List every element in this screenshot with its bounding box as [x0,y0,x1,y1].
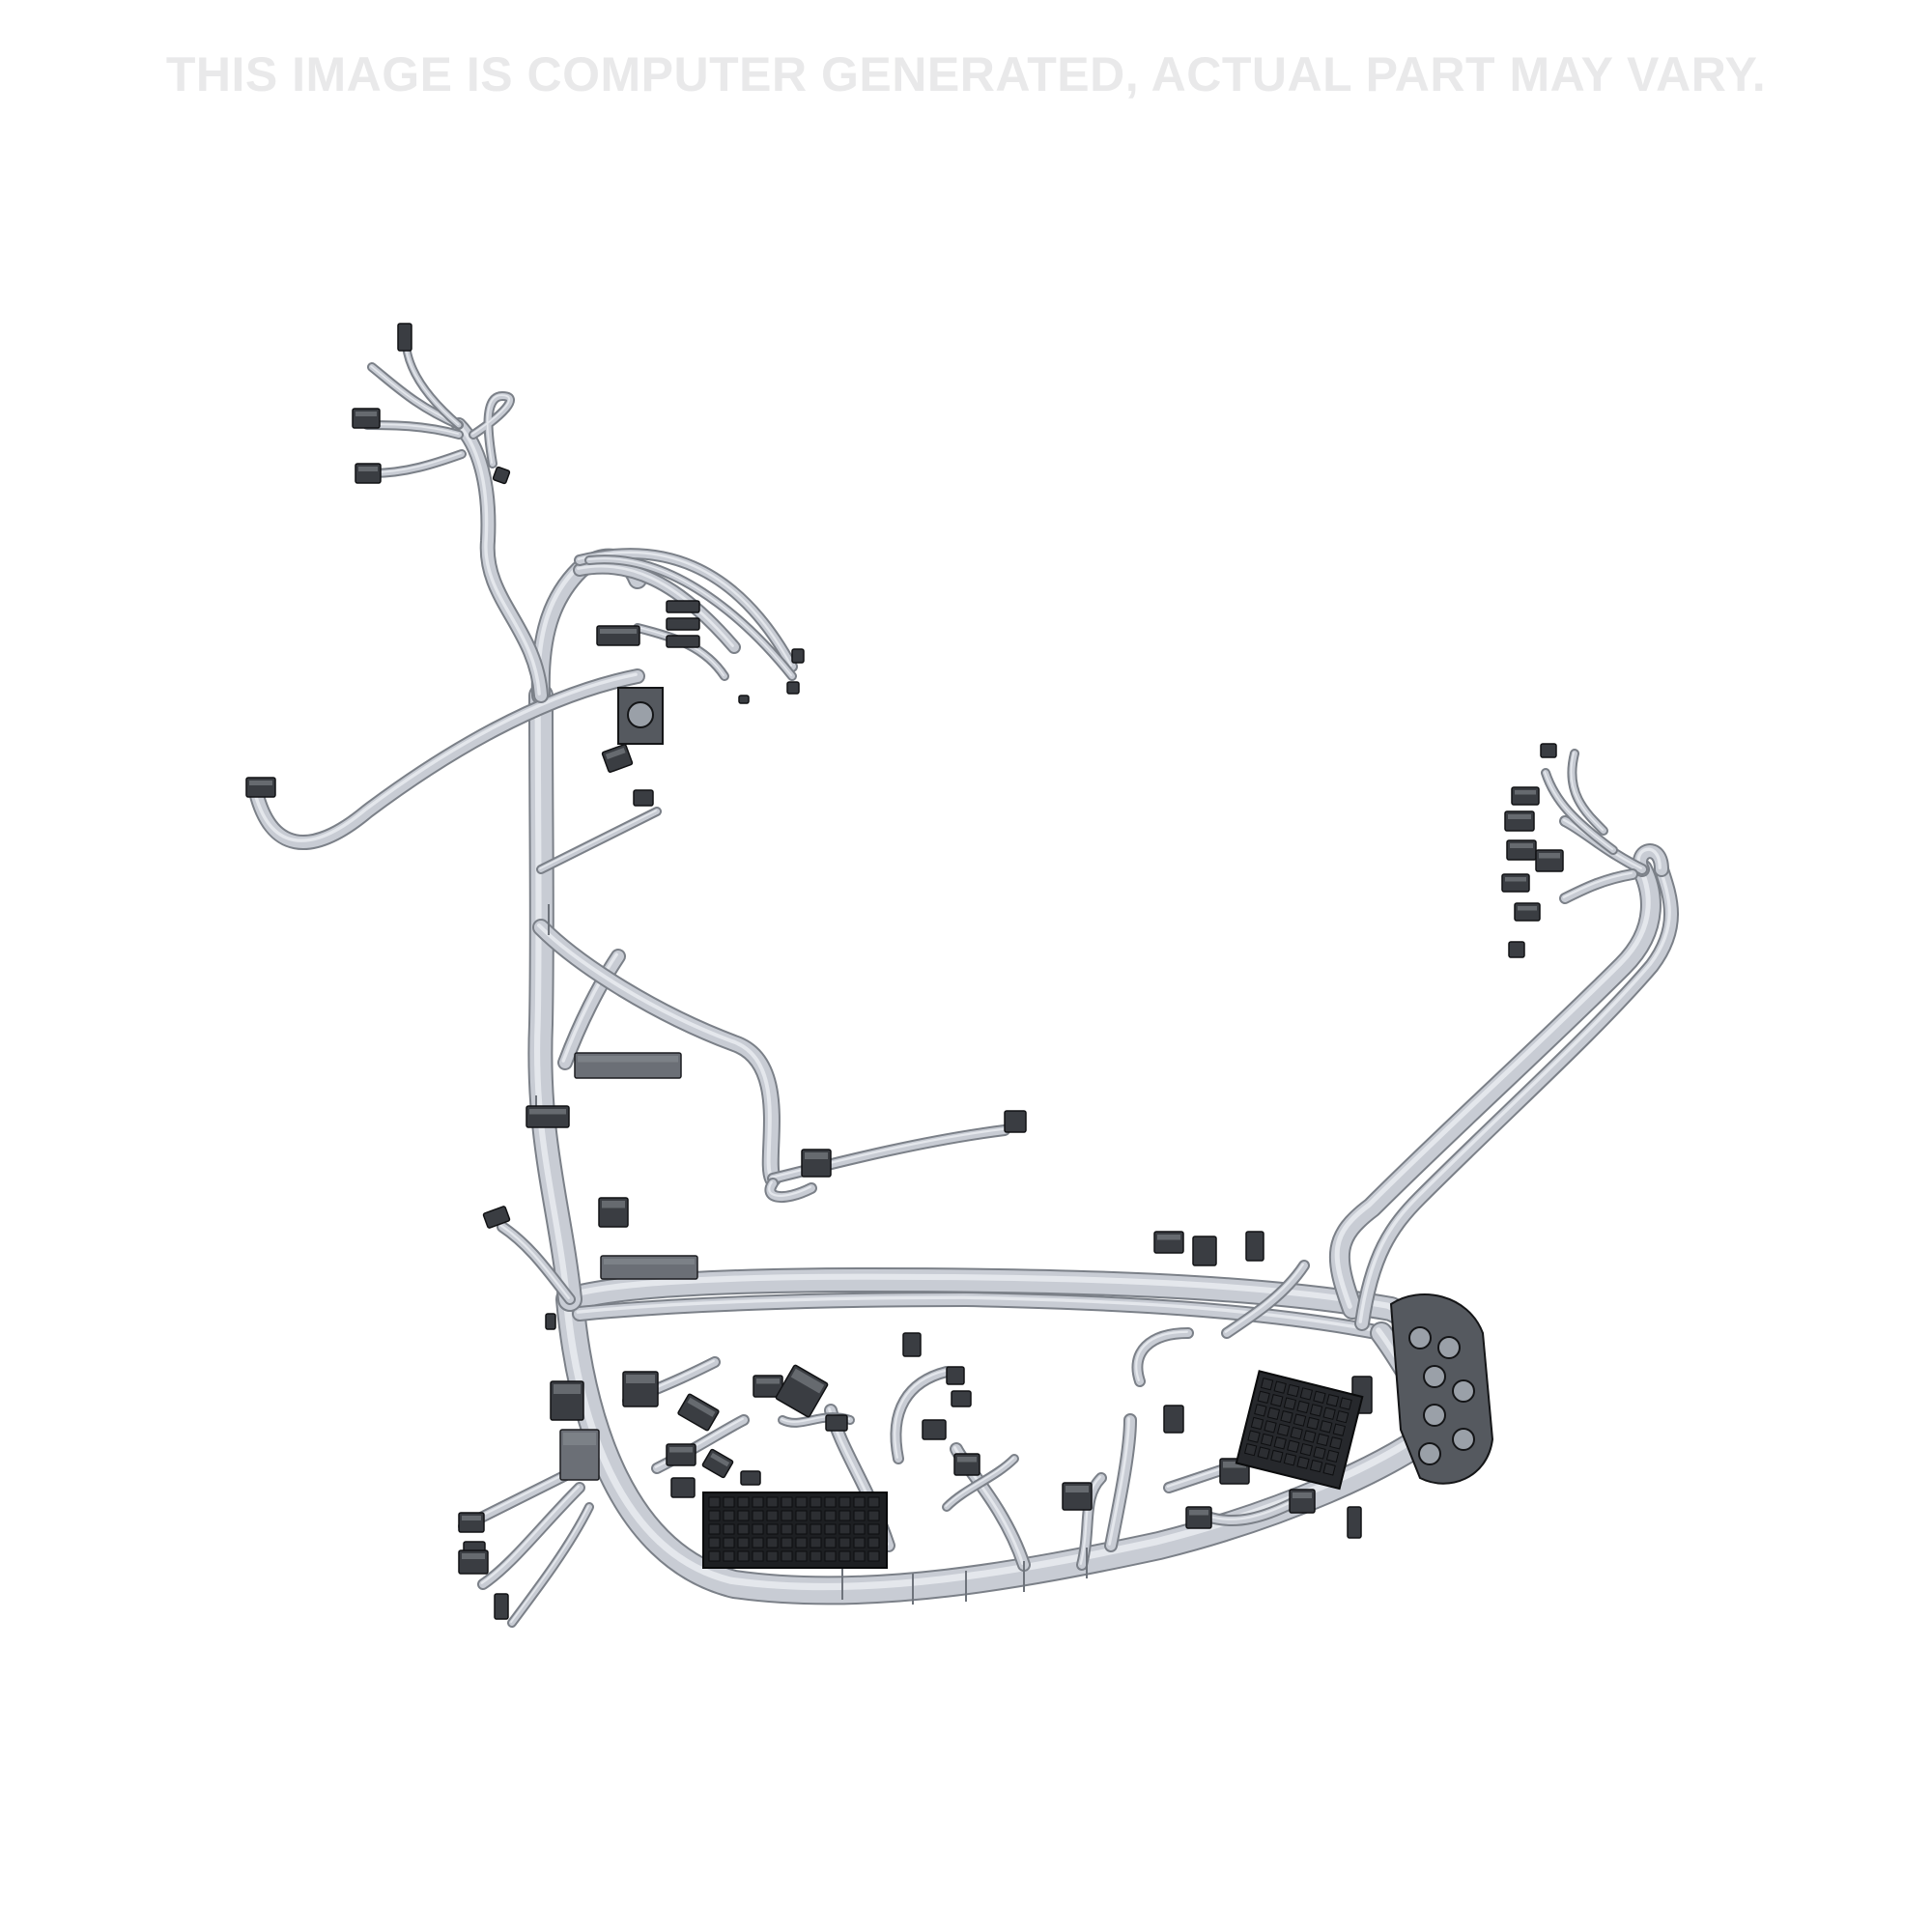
watermark-text: THIS IMAGE IS COMPUTER GENERATED, ACTUAL… [165,47,1767,101]
mounting-plate-upper [617,687,664,745]
wire-junction-down [633,623,729,681]
connector-right-inner-d [1347,1506,1362,1539]
wire-left-low-b [477,1482,585,1590]
wire-inner-branch-11 [1221,1260,1310,1339]
connector-inner-h [953,1453,980,1476]
wire-right-riser-2 [1354,862,1679,1331]
wire-left-loop-lead [248,668,645,850]
connector-inner-i [1062,1482,1093,1511]
wire-left-low-c [507,1502,594,1628]
connector-left-inner-d [701,1448,734,1479]
bulkhead-port-2 [1437,1336,1461,1359]
relay-box-right [1235,1370,1364,1491]
connector-inner-c [825,1414,848,1432]
connector-cluster-g [1514,902,1541,922]
wire-right-cluster-d [1567,749,1608,836]
connector-cluster-c [1504,810,1535,832]
connector-mid-tip [1004,1110,1027,1133]
bulkhead-port-7 [1418,1442,1441,1465]
connector-inner-f [951,1390,972,1407]
connector-inner-d [902,1332,922,1357]
connector-right-tip-c [738,695,750,704]
connector-round-a [598,1197,629,1228]
connector-left-low-c [458,1549,489,1575]
connector-left-inner-a [677,1393,720,1432]
connector-top-a [397,323,412,352]
connector-bank-mid [574,1052,682,1079]
fuse-box-lower [702,1492,888,1569]
connector-inner-e [946,1366,965,1385]
connector-cluster-e [1535,849,1564,872]
bulkhead-port-1 [1408,1326,1432,1350]
wire-right-cluster-c [1541,768,1618,855]
connector-right-inner-b [1185,1506,1212,1529]
connector-left-low-d [494,1593,509,1620]
connector-bank-left [526,1105,570,1128]
harness-connectors [245,323,1564,1620]
connector-right-tip-b [786,681,800,695]
wire-junction-right-a [573,560,741,654]
wire-left-mid-branch [497,1221,576,1305]
connector-top-b [352,408,381,429]
wire-inner-branch-4 [1131,1327,1194,1387]
connector-top-trunk-a [1153,1231,1184,1254]
bulkhead-plate [1389,1293,1494,1485]
connector-spine-a [601,744,634,773]
connector-ecu-body [559,1429,600,1481]
bulkhead-port-6 [1452,1428,1475,1451]
connector-top-trunk-b [1192,1236,1217,1266]
connector-top-trunk-c [1245,1231,1264,1262]
connector-left-inner-c [670,1477,696,1498]
bulkhead-port-4 [1452,1379,1475,1403]
wire-inner-branch-10 [1076,1472,1107,1571]
connector-left-low-a [458,1512,485,1533]
connector-bank-lower [600,1255,698,1280]
wire-upper-arm [451,417,549,703]
wire-spine-lower [527,683,582,1312]
wire-right-cluster-b [1559,868,1638,904]
connector-left-small [545,1313,556,1330]
bulkhead-port-5 [1423,1404,1446,1427]
wire-mid-stub [536,807,662,874]
wire-inner-branch-5 [890,1366,952,1464]
wire-inner-branch-7 [942,1454,1019,1512]
connector-left-loop [245,777,276,798]
connector-left-inner-b [666,1443,696,1466]
wire-inner-branch-9 [1202,1496,1300,1527]
wire-spine-branch [557,949,626,1070]
connector-junction-b [666,617,700,631]
connector-round-b [622,1371,659,1407]
connector-mid-elbow [801,1149,832,1178]
connector-spine-b [633,789,654,807]
connector-cluster-b [1511,786,1540,806]
wire-mid-branch [532,919,781,1187]
connector-top-d [492,466,511,485]
connector-inner-g [922,1419,947,1440]
bulkhead-port-3 [1423,1365,1446,1388]
connector-cluster-f [1501,873,1530,893]
wire-upper-loop [469,391,515,469]
connector-cluster-a [1540,743,1557,758]
connector-left-mid [482,1206,511,1229]
wire-inner-branch-3 [1104,1413,1137,1552]
wire-mid-branch-hook [764,1178,817,1204]
connector-right-tip-a [791,648,805,664]
connector-inner-b [775,1364,829,1418]
connector-right-inner-c [1289,1489,1316,1514]
connector-inner-j [1163,1405,1184,1434]
connector-top-c [355,463,382,484]
connector-ecu-plug [550,1380,584,1421]
connector-cluster-d [1506,839,1537,861]
connector-inner-a [753,1375,783,1398]
connector-cluster-h [1508,941,1525,958]
connector-inner-small [740,1470,761,1486]
wire-right-riser [1328,859,1662,1320]
wire-junction-right-c [584,554,797,681]
wire-upper-branch-c [367,449,467,478]
connector-junction-c [666,635,700,648]
connector-junction-a [666,600,700,613]
connector-junction-main [596,625,640,646]
